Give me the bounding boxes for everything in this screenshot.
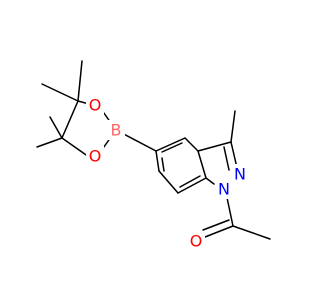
bond-aryl-double-2 (179, 175, 201, 188)
carbonyl-oxygen-atom: O (187, 231, 205, 251)
bond-methyl-lower-2 (49, 116, 63, 139)
bond-pyrazole-c3-c3a (197, 141, 232, 152)
bond-aryl-double-3 (161, 157, 165, 172)
bond-aryl-4 (177, 177, 207, 194)
bond-pyrazole-c3-n2-double (223, 146, 230, 171)
bond-pyrazole-methyl (230, 110, 236, 143)
bond-aryl-double-1 (161, 142, 183, 153)
molecule-canvas: B O O N N O (36, 60, 271, 251)
carbonyl-oxygen-label: O (190, 232, 203, 251)
bond-c-c-ring (61, 100, 79, 139)
oxygen-upper-label: O (89, 96, 102, 115)
bond-aryl-6 (155, 150, 160, 172)
oxygen-lower-label: O (89, 147, 102, 166)
bond-acyl-oxygen-double (202, 219, 230, 231)
bond-aryl-3 (197, 150, 207, 179)
bond-methyl-upper-2 (41, 83, 79, 102)
bond-o-c-lower (61, 137, 90, 158)
nitrogen-1-label: N (218, 180, 230, 199)
bond-aryl-2 (184, 137, 199, 152)
bond-pyrazole-n1-c7a (205, 177, 215, 185)
nitrogen-2-label: N (234, 165, 246, 184)
molecule-structure: B O O N N O (36, 60, 271, 251)
bond-methyl-lower-1 (36, 137, 63, 148)
oxygen-lower-atom: O (86, 146, 104, 166)
oxygen-upper-atom: O (86, 95, 104, 115)
nitrogen-2-atom: N (231, 164, 249, 184)
bond-layer (36, 60, 271, 240)
nitrogen-1-atom: N (215, 179, 233, 199)
boron-atom: B (107, 120, 125, 140)
bond-methyl-upper-1 (77, 60, 83, 102)
bond-aryl-1 (155, 137, 186, 152)
bond-acyl-methyl (232, 225, 271, 240)
boron-label: B (111, 121, 122, 140)
bond-acyl-oxygen (204, 225, 234, 238)
atom-layer: B O O N N O (86, 95, 249, 251)
bond-aryl-5 (158, 170, 179, 194)
